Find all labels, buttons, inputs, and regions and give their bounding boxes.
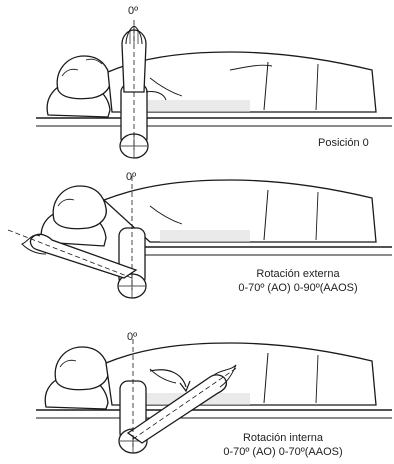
caption-neutral-position: Posición 0 <box>318 136 369 150</box>
angle-label: 0º <box>127 331 137 343</box>
caption-external-rotation: Rotación externa 0-70º (AO) 0-90º(AAOS) <box>208 267 388 295</box>
caption-line: Rotación externa <box>208 267 388 281</box>
angle-label: 0º <box>128 5 138 17</box>
caption-line: Posición 0 <box>318 136 369 150</box>
caption-line: 0-70º (AO) 0-70º(AAOS) <box>193 445 373 459</box>
angle-label: 0º <box>126 171 136 183</box>
caption-line: 0-70º (AO) 0-90º(AAOS) <box>208 281 388 295</box>
caption-line: Rotación interna <box>193 431 373 445</box>
caption-internal-rotation: Rotación interna 0-70º (AO) 0-70º(AAOS) <box>193 431 373 459</box>
